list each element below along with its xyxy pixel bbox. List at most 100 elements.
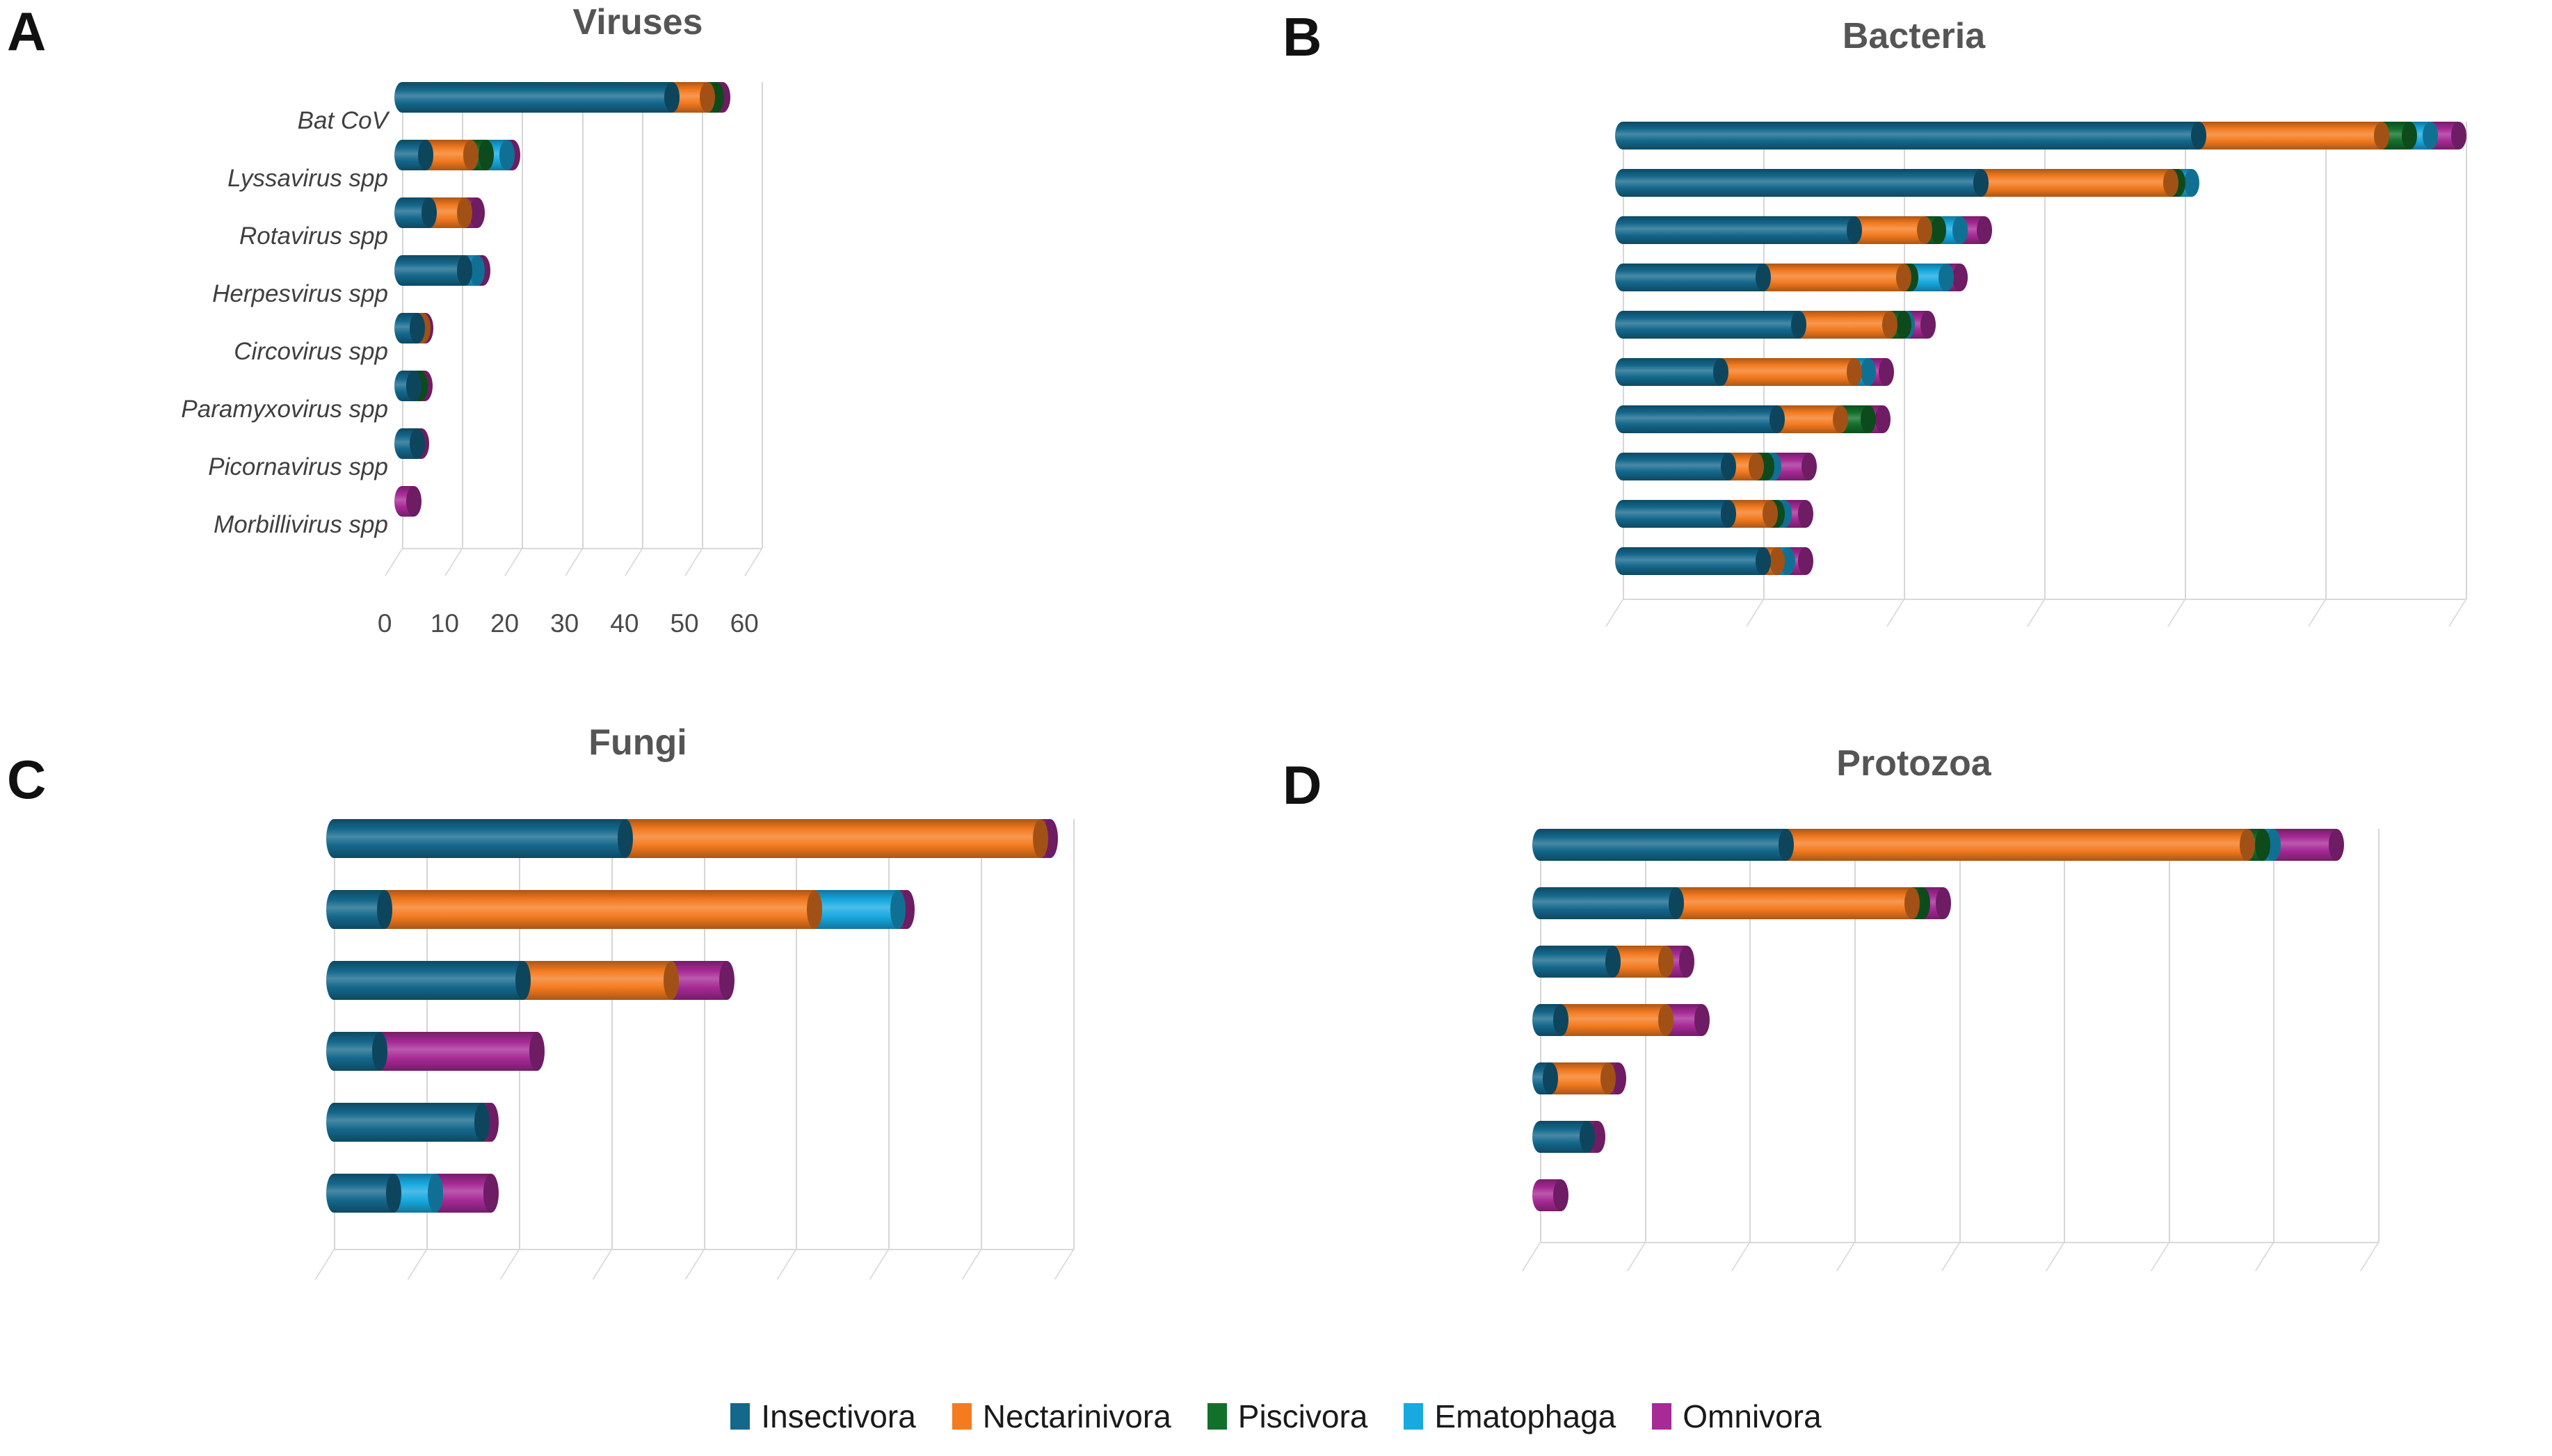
bar-segment[interactable] — [2273, 829, 2344, 861]
bar-segment[interactable] — [326, 819, 633, 858]
bar-segment[interactable] — [1532, 887, 1684, 919]
bar-segment[interactable] — [326, 1174, 402, 1213]
bar-row[interactable] — [1615, 216, 2466, 244]
bar-row[interactable] — [1532, 887, 2378, 919]
bar-row[interactable] — [326, 1032, 1073, 1071]
bar-segment[interactable] — [1532, 946, 1621, 978]
bar-row[interactable] — [1532, 1121, 2378, 1153]
bar-segment[interactable] — [1532, 1121, 1595, 1153]
bar-segment[interactable] — [426, 140, 479, 170]
bar-segment[interactable] — [625, 819, 1049, 858]
bar-row[interactable] — [326, 890, 1073, 929]
legend-item[interactable]: Omnivora — [1652, 1400, 1822, 1432]
bar-row[interactable] — [394, 255, 762, 286]
bar-right-cap — [2423, 122, 2439, 149]
bar-segment[interactable] — [1613, 946, 1674, 978]
bar-row[interactable] — [326, 1103, 1073, 1142]
axis-depth-tick — [504, 548, 524, 576]
bar-row[interactable] — [1615, 264, 2466, 291]
bar-right-cap — [1778, 829, 1794, 861]
bar-segment[interactable] — [1532, 1004, 1569, 1036]
bar-segment[interactable] — [1550, 1062, 1616, 1094]
bar-row[interactable] — [1532, 946, 2378, 978]
bar-segment[interactable] — [1615, 453, 1736, 480]
bar-segment[interactable] — [1615, 122, 2207, 149]
bar-row[interactable] — [1532, 1004, 2378, 1036]
bar-segment[interactable] — [385, 890, 822, 929]
bar-segment[interactable] — [2199, 122, 2389, 149]
axis-depth-tick — [1886, 599, 1905, 626]
bar-segment[interactable] — [1615, 169, 1989, 197]
bar-row[interactable] — [1615, 311, 2466, 339]
bar-segment[interactable] — [394, 82, 680, 113]
bar-right-cap — [1973, 169, 1989, 197]
bar-segment[interactable] — [1721, 358, 1863, 386]
bar-segment[interactable] — [1532, 1062, 1559, 1094]
legend-item[interactable]: Ematophaga — [1404, 1400, 1616, 1432]
bar-segment[interactable] — [1532, 829, 1794, 861]
bar-row[interactable] — [394, 313, 762, 343]
bar-segment[interactable] — [394, 313, 425, 343]
bar-row[interactable] — [1532, 1062, 2378, 1094]
bar-row[interactable] — [326, 1174, 1073, 1213]
bar-right-cap — [1720, 500, 1736, 528]
bar-segment[interactable] — [1676, 887, 1920, 919]
bar-row[interactable] — [1615, 453, 2466, 480]
bar-segment[interactable] — [1615, 311, 1806, 339]
bar-segment[interactable] — [435, 1174, 499, 1213]
bar-segment[interactable] — [1798, 311, 1897, 339]
bar-segment[interactable] — [1532, 1179, 1569, 1211]
bar-row[interactable] — [1615, 405, 2466, 433]
bar-row[interactable] — [1532, 1179, 2378, 1211]
bar-segment[interactable] — [394, 371, 422, 401]
legend-item[interactable]: Insectivora — [730, 1400, 916, 1432]
bar-segment[interactable] — [394, 1174, 444, 1213]
bar-row[interactable] — [394, 140, 762, 170]
bar-row[interactable] — [326, 819, 1073, 858]
bar-segment[interactable] — [1854, 216, 1933, 244]
bar-segment[interactable] — [1785, 829, 2255, 861]
legend-item[interactable]: Nectarinivora — [952, 1400, 1171, 1432]
bar-segment[interactable] — [1777, 405, 1849, 433]
bar-segment[interactable] — [326, 961, 531, 1000]
bar-row[interactable] — [394, 486, 762, 517]
bar-row[interactable] — [1615, 547, 2466, 575]
bar-segment-body — [334, 819, 625, 858]
bar-row[interactable] — [394, 371, 762, 401]
axis-depth-tick — [2150, 1242, 2170, 1271]
bar-segment[interactable] — [1615, 264, 1771, 291]
bar-row[interactable] — [1615, 122, 2466, 149]
category-label: Picornavirus spp — [208, 453, 388, 480]
bar-row[interactable] — [1615, 500, 2466, 528]
bar-segment[interactable] — [523, 961, 679, 1000]
bar-left-cap — [326, 1103, 342, 1142]
bar-row[interactable] — [326, 961, 1073, 1000]
bar-segment[interactable] — [380, 1032, 545, 1071]
bar-segment[interactable] — [394, 197, 437, 228]
bar-segment[interactable] — [1561, 1004, 1674, 1036]
bar-segment[interactable] — [394, 140, 434, 170]
bar-segment[interactable] — [1981, 169, 2178, 197]
bar-segment[interactable] — [1615, 500, 1736, 528]
legend-item[interactable]: Piscivora — [1207, 1400, 1367, 1432]
bar-row[interactable] — [1615, 358, 2466, 386]
bar-segment[interactable] — [326, 890, 393, 929]
bar-segment[interactable] — [394, 486, 422, 517]
bar-row[interactable] — [1532, 829, 2378, 861]
bar-row[interactable] — [394, 197, 762, 228]
bar-segment[interactable] — [814, 890, 906, 929]
bar-row[interactable] — [1615, 169, 2466, 197]
bar-segment[interactable] — [1615, 405, 1785, 433]
axis-floor-line — [334, 1249, 1073, 1250]
bar-segment[interactable] — [671, 961, 735, 1000]
bar-segment[interactable] — [326, 1032, 388, 1071]
bar-segment[interactable] — [1615, 216, 1863, 244]
bar-segment[interactable] — [1763, 264, 1911, 291]
bar-segment[interactable] — [1615, 547, 1771, 575]
bar-segment[interactable] — [394, 428, 425, 459]
bar-segment[interactable] — [326, 1103, 490, 1142]
bar-segment[interactable] — [394, 255, 473, 286]
bar-segment[interactable] — [1615, 358, 1729, 386]
bar-row[interactable] — [394, 82, 762, 113]
bar-row[interactable] — [394, 428, 762, 459]
